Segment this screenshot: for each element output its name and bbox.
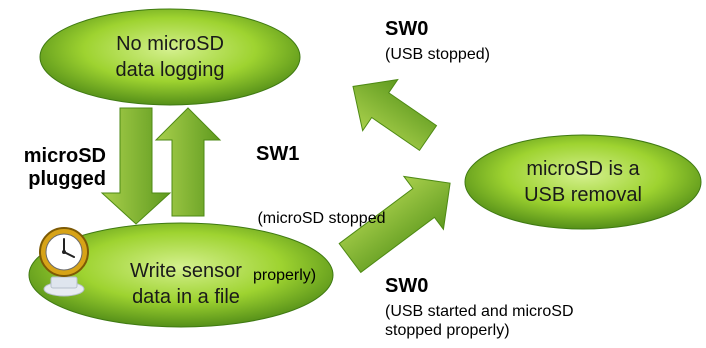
state-write-sensor-line2: data in a file: [132, 286, 240, 308]
sw0-top-title: SW0: [385, 18, 429, 40]
plugged-label: microSD plugged: [6, 145, 106, 191]
state-usb-removal-label: microSD is a USB removal: [488, 156, 678, 208]
sw0-bottom-title: SW0: [385, 275, 429, 297]
arrow-sw0-bottom: [338, 175, 451, 274]
state-write-sensor-label: Write sensor data in a file: [96, 258, 276, 310]
clock-icon: [39, 227, 89, 297]
plugged-line2: plugged: [28, 168, 106, 190]
arrow-sw1-up: [154, 107, 222, 217]
arrow-sw0-top: [352, 78, 438, 152]
sw0-bottom-detail: (USB started and microSD stopped properl…: [385, 302, 574, 340]
state-no-logging: [39, 8, 301, 106]
sw1-detail-line2: properly): [253, 267, 317, 284]
plugged-line1: microSD: [23, 145, 106, 167]
sw1-detail: (microSD stopped properly): [253, 171, 386, 323]
state-usb-removal-line1: microSD is a: [526, 158, 640, 180]
sw0-bottom-detail-line1: (USB started and microSD: [385, 303, 574, 320]
sw0-top-detail: (USB stopped): [385, 46, 490, 63]
state-no-logging-label: No microSD data logging: [70, 31, 270, 83]
state-write-sensor-line1: Write sensor: [130, 260, 242, 282]
sw0-bottom-detail-line2: stopped properly): [385, 322, 510, 339]
state-usb-removal: [464, 134, 702, 230]
state-no-logging-line1: No microSD: [116, 33, 224, 55]
sw1-detail-line1: (microSD stopped: [253, 210, 386, 227]
arrow-plugged-down: [100, 107, 172, 225]
state-write-sensor: [28, 222, 334, 328]
sw1-title: SW1: [256, 143, 300, 165]
state-usb-removal-line2: USB removal: [524, 184, 642, 206]
state-no-logging-line2: data logging: [115, 59, 225, 81]
